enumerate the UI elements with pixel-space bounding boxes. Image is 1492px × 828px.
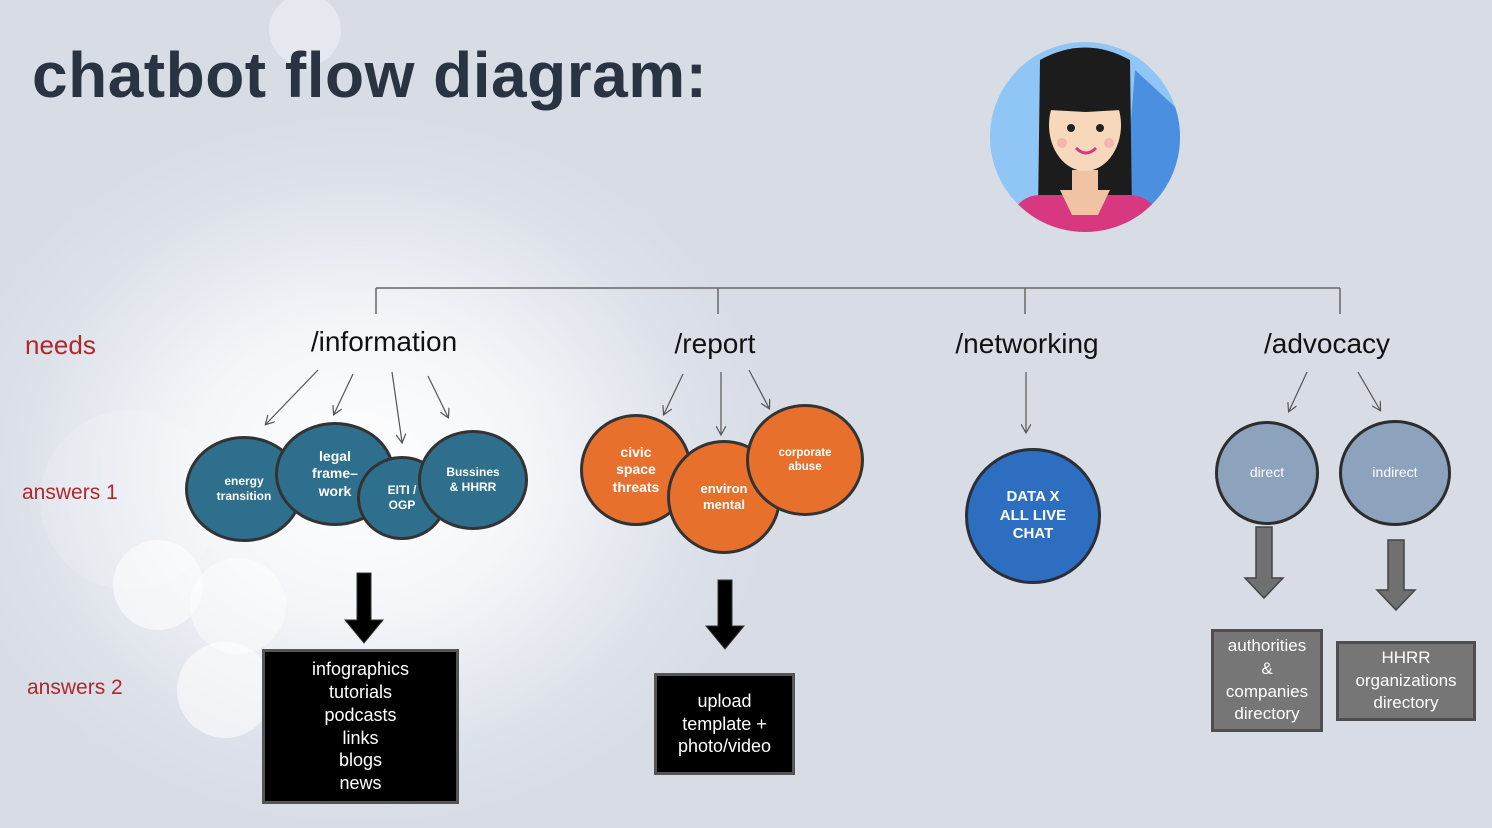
grey-block-arrows [1243, 526, 1417, 612]
need-advocacy: /advocacy [1263, 328, 1391, 359]
answer2-information-box: infographics tutorials podcasts links bl… [262, 649, 459, 804]
row-label-needs: needs [25, 330, 96, 360]
bubble-indirect: indirect [1339, 420, 1451, 526]
tree-lines [375, 287, 1341, 314]
bubble-data-x-all-live-chat: DATA X ALL LIVE CHAT [965, 448, 1101, 584]
row-label-answers-2: answers 2 [27, 676, 123, 699]
answer2-authorities-companies-box: authorities & companies directory [1211, 629, 1323, 732]
bubble-direct: direct [1215, 421, 1319, 525]
bubble-corporate-abuse: corporate abuse [746, 404, 864, 516]
thin-arrows [266, 369, 1380, 442]
row-label-answers-1: answers 1 [22, 481, 118, 504]
need-information: /information [310, 326, 458, 357]
answer2-hhrr-organizations-box: HHRR organizations directory [1336, 641, 1476, 721]
need-report: /report [674, 328, 756, 359]
answer2-report-box: upload template + photo/video [654, 673, 795, 775]
black-block-arrows [343, 572, 746, 650]
bubble-business-hhrr: Bussines & HHRR [418, 430, 528, 530]
need-networking: /networking [955, 328, 1099, 359]
page-title: chatbot flow diagram: [32, 39, 708, 111]
